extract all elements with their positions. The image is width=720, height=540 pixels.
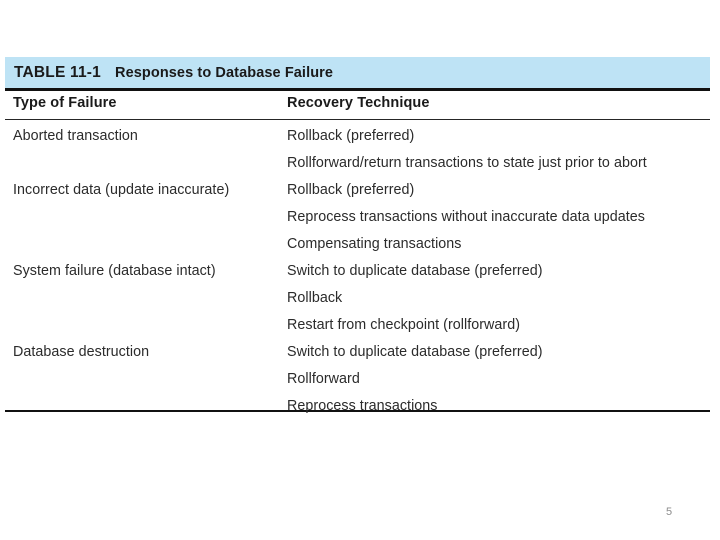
table-bottom-rule xyxy=(5,410,710,413)
table-cell-technique: Compensating transactions xyxy=(287,236,462,253)
table-header-rule xyxy=(5,118,710,121)
table-figure: TABLE 11-1 Responses to Database Failure… xyxy=(5,57,710,414)
table-cell-technique: Reprocess transactions without inaccurat… xyxy=(287,209,645,226)
table-column-header-row: Type of Failure Recovery Technique xyxy=(5,91,710,119)
table-cell-technique: Rollback xyxy=(287,290,343,307)
table-cell-technique: Restart from checkpoint (rollforward) xyxy=(287,317,521,334)
table-cell-technique: Rollforward xyxy=(287,371,360,388)
table-number-label: TABLE 11-1 xyxy=(14,63,101,81)
table-cell-technique: Rollback (preferred) xyxy=(287,128,415,145)
table-cell-technique: Rollback (preferred) xyxy=(287,182,415,199)
table-caption: Responses to Database Failure xyxy=(115,64,334,81)
table-cell-failure: Aborted transaction xyxy=(13,128,138,145)
table-cell-failure: Incorrect data (update inaccurate) xyxy=(13,182,230,199)
table-cell-technique: Switch to duplicate database (preferred) xyxy=(287,263,543,280)
table-cell-technique: Reprocess transactions xyxy=(287,398,438,415)
table-cell-failure: System failure (database intact) xyxy=(13,263,216,280)
column-header-type-of-failure: Type of Failure xyxy=(13,94,117,111)
table-cell-failure: Database destruction xyxy=(13,344,150,361)
column-header-recovery-technique: Recovery Technique xyxy=(287,94,430,111)
table-top-rule xyxy=(5,88,710,91)
page-number: 5 xyxy=(666,506,673,518)
table-cell-technique: Rollforward/return transactions to state… xyxy=(287,155,647,172)
table-cell-technique: Switch to duplicate database (preferred) xyxy=(287,344,543,361)
table-title-band: TABLE 11-1 Responses to Database Failure xyxy=(5,57,710,88)
